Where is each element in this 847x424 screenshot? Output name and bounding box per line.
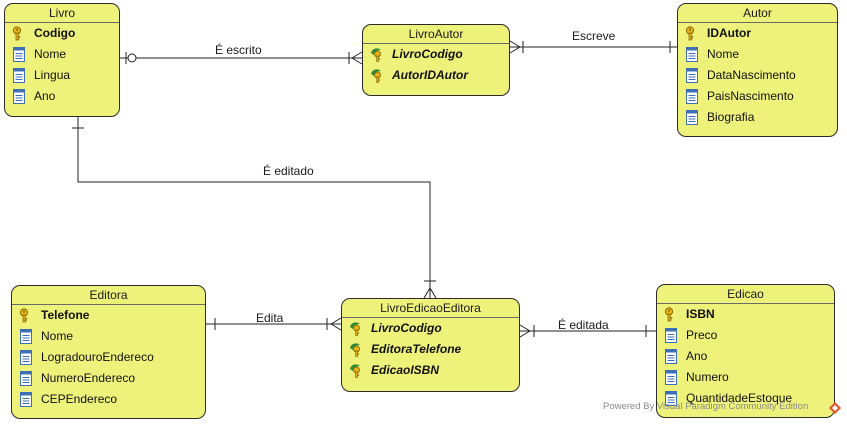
column-icon [20,350,32,365]
attribute[interactable]: Biografia [678,107,837,128]
attribute[interactable]: CEPEndereco [12,389,205,410]
entity-title: Edicao [657,285,834,304]
entity-title: Livro [5,4,119,23]
column-icon [686,110,698,125]
foreign-key-icon [350,322,360,336]
foreign-key-icon [371,48,381,62]
attribute[interactable]: Nome [12,326,205,347]
rel-label-escreve: Escreve [572,29,616,43]
rel-label-edita: Edita [256,311,284,325]
column-icon [665,328,677,343]
attribute-name: EditoraTelefone [371,342,462,356]
attribute-name: LogradouroEndereco [41,350,154,364]
primary-key-attribute[interactable]: IDAutor [678,23,837,44]
attribute-name: Lingua [34,68,71,82]
primary-key-icon [12,26,22,41]
rel-label-e-editado: É editado [263,164,314,178]
attribute-name: Ano [34,89,56,103]
foreign-key-attribute[interactable]: AutorIDAutor [363,65,509,86]
column-icon [686,89,698,104]
attribute[interactable]: Nome [5,44,119,65]
attribute-name: LivroCodigo [392,47,463,61]
attribute-name: EdicaoISBN [371,363,440,377]
column-icon [665,370,677,385]
attribute[interactable]: DataNascimento [678,65,837,86]
attribute-name: Nome [41,329,74,343]
attribute-name: IDAutor [707,26,751,40]
column-icon [686,68,698,83]
column-icon [20,392,32,407]
primary-key-attribute[interactable]: ISBN [657,304,834,325]
primary-key-icon [664,307,674,322]
attribute-name: Nome [707,47,740,61]
attribute[interactable]: Nome [678,44,837,65]
column-icon [20,371,32,386]
attribute[interactable]: NumeroEndereco [12,368,205,389]
attribute-name: QuantidadeEstoque [686,391,793,405]
foreign-key-attribute[interactable]: EdicaoISBN [342,360,519,381]
attribute-name: Preco [686,328,718,342]
foreign-key-attribute[interactable]: LivroCodigo [363,44,509,65]
attribute-name: Codigo [34,26,76,40]
visual-paradigm-logo-icon [829,402,841,414]
entity-title: Autor [678,4,837,23]
entity-title: LivroAutor [363,25,509,44]
attribute-name: PaisNascimento [707,89,794,103]
attribute[interactable]: Ano [5,86,119,107]
attribute-name: Telefone [41,308,90,322]
attribute-name: DataNascimento [707,68,796,82]
foreign-key-icon [350,343,360,357]
column-icon [20,329,32,344]
attribute[interactable]: LogradouroEndereco [12,347,205,368]
column-icon [665,349,677,364]
rel-label-e-escrito: É escrito [215,43,262,57]
attribute[interactable]: QuantidadeEstoque [657,388,834,409]
attribute-name: Nome [34,47,67,61]
attribute[interactable]: Numero [657,367,834,388]
entity-title: LivroEdicaoEditora [342,299,519,318]
column-icon [686,47,698,62]
rel-label-e-editada: É editada [558,318,609,332]
entity-title: Editora [12,286,205,305]
attribute[interactable]: Lingua [5,65,119,86]
primary-key-attribute[interactable]: Codigo [5,23,119,44]
column-icon [13,47,25,62]
foreign-key-attribute[interactable]: EditoraTelefone [342,339,519,360]
column-icon [665,391,677,406]
attribute[interactable]: Ano [657,346,834,367]
watermark: Powered By Visual Paradigm Community Edi… [603,401,809,412]
attribute-name: LivroCodigo [371,321,442,335]
attribute-name: AutorIDAutor [392,68,468,82]
primary-key-attribute[interactable]: Telefone [12,305,205,326]
primary-key-icon [685,26,695,41]
attribute-name: NumeroEndereco [41,371,136,385]
column-icon [13,68,25,83]
attribute[interactable]: PaisNascimento [678,86,837,107]
attribute[interactable]: Preco [657,325,834,346]
primary-key-icon [19,308,29,323]
attribute-name: Ano [686,349,708,363]
attribute-name: CEPEndereco [41,392,118,406]
foreign-key-icon [371,69,381,83]
attribute-name: Biografia [707,110,755,124]
attribute-name: ISBN [686,307,715,321]
column-icon [13,89,25,104]
foreign-key-icon [350,364,360,378]
foreign-key-attribute[interactable]: LivroCodigo [342,318,519,339]
attribute-name: Numero [686,370,729,384]
